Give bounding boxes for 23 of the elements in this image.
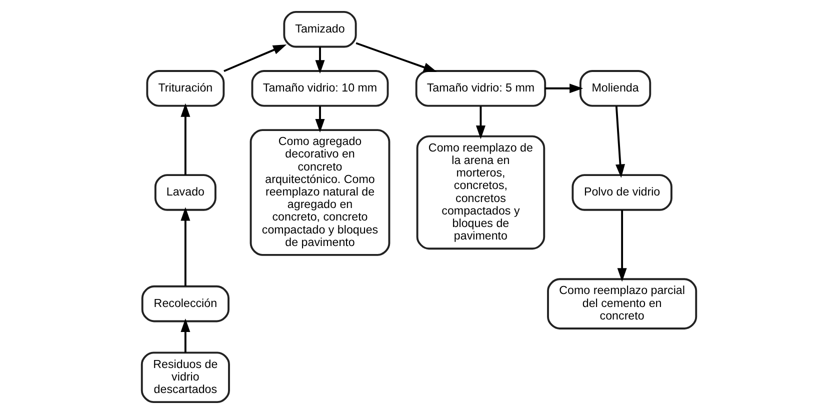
- node-box: Tamizado: [283, 10, 357, 48]
- node-box: Polvo de vidrio: [572, 174, 672, 211]
- arrow: [545, 84, 584, 94]
- arrow: [615, 106, 625, 178]
- node-box: Molienda: [579, 70, 652, 107]
- node-box: Lavado: [154, 174, 216, 211]
- node-box: Como reemplazo parcial del cemento en concreto: [547, 278, 698, 330]
- node-box: Recolección: [141, 285, 230, 322]
- arrow: [476, 106, 486, 140]
- arrow: [180, 103, 190, 175]
- arrow: [315, 46, 325, 74]
- node-box: Tamaño vidrio: 10 mm: [251, 70, 389, 107]
- arrow: [180, 318, 190, 353]
- arrow: [315, 106, 325, 133]
- arrow: [224, 44, 287, 72]
- arrow: [617, 210, 627, 282]
- arrow: [180, 207, 190, 286]
- node-box: Residuos de vidrio descartados: [140, 352, 230, 404]
- node-box: Como reemplazo de la arena en morteros, concretos, concretos compactados y bloques de pavimento: [416, 135, 546, 250]
- node-box: Como agregado decorativo en concreto arquitectónico. Como reemplazo natural de agregado en concreto, concreto compactado y bloques de pavimento: [250, 129, 390, 256]
- node-box: Trituración: [146, 70, 225, 107]
- arrow: [356, 42, 438, 72]
- node-box: Tamaño vidrio: 5 mm: [415, 70, 546, 107]
